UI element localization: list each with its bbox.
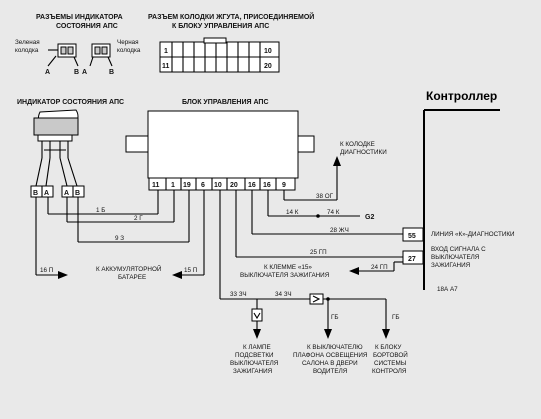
green-block-connector <box>57 43 77 58</box>
ecu-pin-10: 10 <box>214 182 222 189</box>
ind-pin-a1: A <box>44 190 49 197</box>
harness-pin-1: 1 <box>164 48 168 55</box>
ecu-pin-row <box>148 177 296 191</box>
indicator-connectors <box>30 185 85 198</box>
black-block-connector <box>91 43 111 58</box>
connectors-title-line1: РАЗЪЕМЫ ИНДИКАТОРА <box>36 14 123 21</box>
switch-label-2: ПЛАФОНА ОСВЕЩЕНИЯ <box>293 352 368 359</box>
wire-34: 34 ЗЧ <box>275 291 292 298</box>
green-pin-b: B <box>74 69 79 76</box>
ecu-pin-16b: 16 <box>263 182 271 189</box>
ind-pin-b1: B <box>33 190 38 197</box>
ecu-pin-19: 19 <box>183 182 191 189</box>
wire-2: 2 Г <box>134 215 143 222</box>
ind-pin-a2: A <box>64 190 69 197</box>
black-pin-b: B <box>109 69 114 76</box>
connectors-title-line2: СОСТОЯНИЯ АПС <box>56 23 118 30</box>
wire-24: 24 ГП <box>371 264 388 271</box>
ign-input-line3: ЗАЖИГАНИЯ <box>431 262 471 269</box>
harness-plug <box>159 37 280 73</box>
green-block-label-2: колодка <box>15 47 39 54</box>
ecu-pin-11: 11 <box>152 182 160 189</box>
wire-16: 16 П <box>40 267 54 274</box>
ecu-pin-6: 6 <box>201 182 205 189</box>
to-diag-line2: ДИАГНОСТИКИ <box>340 149 387 156</box>
lamp-label-2: ПОДСВЕТКИ <box>235 352 274 359</box>
ecu-title: БЛОК УПРАВЛЕНИЯ АПС <box>182 99 269 106</box>
lamp-label-3: ВЫКЛЮЧАТЕЛЯ <box>230 360 279 367</box>
ecu-pin-20: 20 <box>230 182 238 189</box>
black-block-label-2: колодка <box>117 47 141 54</box>
harness-title-line2: К БЛОКУ УПРАВЛЕНИЯ АПС <box>172 23 269 30</box>
switch-label-3: САЛОНА В ДВЕРИ <box>302 360 358 367</box>
lamp-label-1: К ЛАМПЕ <box>243 344 271 351</box>
indicator-title: ИНДИКАТОР СОСТОЯНИЯ АПС <box>17 99 124 106</box>
harness-pin-11: 11 <box>162 63 170 70</box>
terminal15-line2: ВЫКЛЮЧАТЕЛЯ ЗАЖИГАНИЯ <box>240 272 330 279</box>
wire-1: 1 Б <box>96 207 105 214</box>
pin27-label: 27 <box>408 256 416 263</box>
ind-pin-b2: B <box>75 190 80 197</box>
wire-74: 74 К <box>327 209 340 216</box>
bcs-label-2: БОРТОВОЙ <box>373 350 408 359</box>
controller-outline <box>423 109 500 290</box>
wire-gb-2: ГБ <box>392 314 400 321</box>
ign-input-line1: ВХОД СИГНАЛА С <box>431 246 486 253</box>
wire-33: 33 ЗЧ <box>230 291 247 298</box>
black-pin-a: A <box>82 69 87 76</box>
lamp-label-4: ЗАЖИГАНИЯ <box>233 368 273 375</box>
terminal15-line1: К КЛЕММЕ «15» <box>264 264 312 271</box>
wire-gb-1: ГБ <box>331 314 339 321</box>
figure-code: 18А А7 <box>437 286 458 293</box>
g2-label: G2 <box>365 214 374 221</box>
harness-pin-10: 10 <box>264 48 272 55</box>
pin55-label: 55 <box>408 233 416 240</box>
bcs-label-3: СИСТЕМЫ <box>374 360 407 367</box>
k-line-label: ЛИНИЯ «К»-ДИАГНОСТИКИ <box>431 231 515 238</box>
green-pin-a: A <box>45 69 50 76</box>
ign-input-line2: ВЫКЛЮЧАТЕЛЯ <box>431 254 480 261</box>
lamp-connector <box>251 308 263 322</box>
bcs-label-1: К БЛОКУ <box>375 344 402 351</box>
wire-28: 28 ЖЧ <box>330 227 349 234</box>
switch-label-4: ВОДИТЕЛЯ <box>313 368 348 375</box>
to-diag-line1: К КОЛОДКЕ <box>340 141 375 148</box>
battery-line1: К АККУМУЛЯТОРНОЙ <box>96 264 162 273</box>
harness-title-line1: РАЗЪЕМ КОЛОДКИ ЖГУТА, ПРИСОЕДИНЯЕМОЙ <box>148 12 314 21</box>
wire-9: 9 З <box>115 235 124 242</box>
harness-pin-20: 20 <box>264 63 272 70</box>
ecu-body <box>125 110 315 179</box>
battery-line2: БАТАРЕЕ <box>118 274 146 281</box>
wire-14: 14 К <box>286 209 299 216</box>
controller-title: Контроллер <box>426 89 497 103</box>
ecu-pin-9: 9 <box>282 182 286 189</box>
indicator-lamp <box>33 109 79 158</box>
ecu-pin-16a: 16 <box>248 182 256 189</box>
green-block-label-1: Зеленая <box>15 39 40 46</box>
wire-38: 38 ОГ <box>316 193 334 200</box>
wire-25: 25 ГП <box>310 249 327 256</box>
switch-label-1: К ВЫКЛЮЧАТЕЛЮ <box>307 344 363 351</box>
door-switch-connector <box>309 293 324 305</box>
bcs-label-4: КОНТРОЛЯ <box>372 368 407 375</box>
wire-15: 15 П <box>184 267 198 274</box>
black-block-label-1: Черная <box>117 39 139 46</box>
ecu-pin-1: 1 <box>171 182 175 189</box>
